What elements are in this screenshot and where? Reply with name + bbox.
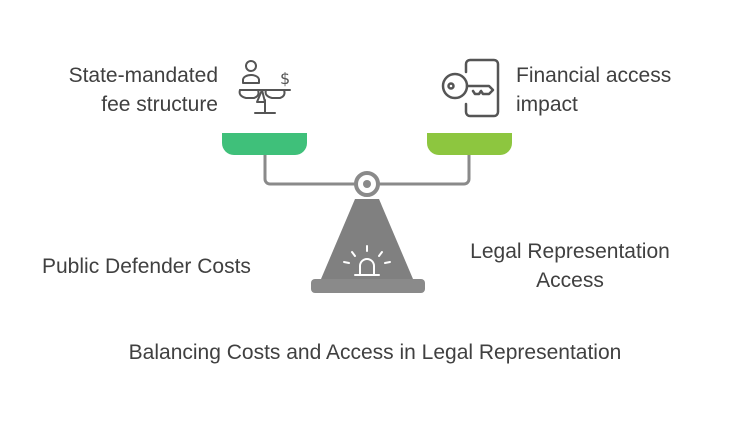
scale-base (311, 279, 425, 293)
right-bottom-label: Legal Representation Access (455, 237, 685, 295)
right-top-label-line-2: impact (516, 93, 578, 116)
left-top-label: State-mandated fee structure (69, 61, 218, 119)
right-pan (427, 133, 512, 155)
right-bottom-label-line-2: Access (536, 269, 604, 292)
justice-scale-dollar-icon: $ (238, 60, 291, 114)
left-top-label-line-2: fee structure (101, 93, 218, 116)
beacon-icon (343, 245, 391, 276)
scale-stand (321, 199, 413, 279)
left-pan (222, 133, 307, 155)
right-top-label-line-1: Financial access (516, 64, 672, 87)
right-bottom-label-line-1: Legal Representation (470, 240, 670, 263)
svg-text:$: $ (280, 69, 290, 88)
right-top-label: Financial access impact (516, 61, 671, 119)
scale-beam (263, 155, 471, 186)
key-door-icon (441, 58, 500, 118)
left-bottom-label: Public Defender Costs (42, 255, 251, 278)
left-top-label-line-1: State-mandated (68, 64, 218, 87)
diagram-caption: Balancing Costs and Access in Legal Repr… (128, 341, 622, 364)
